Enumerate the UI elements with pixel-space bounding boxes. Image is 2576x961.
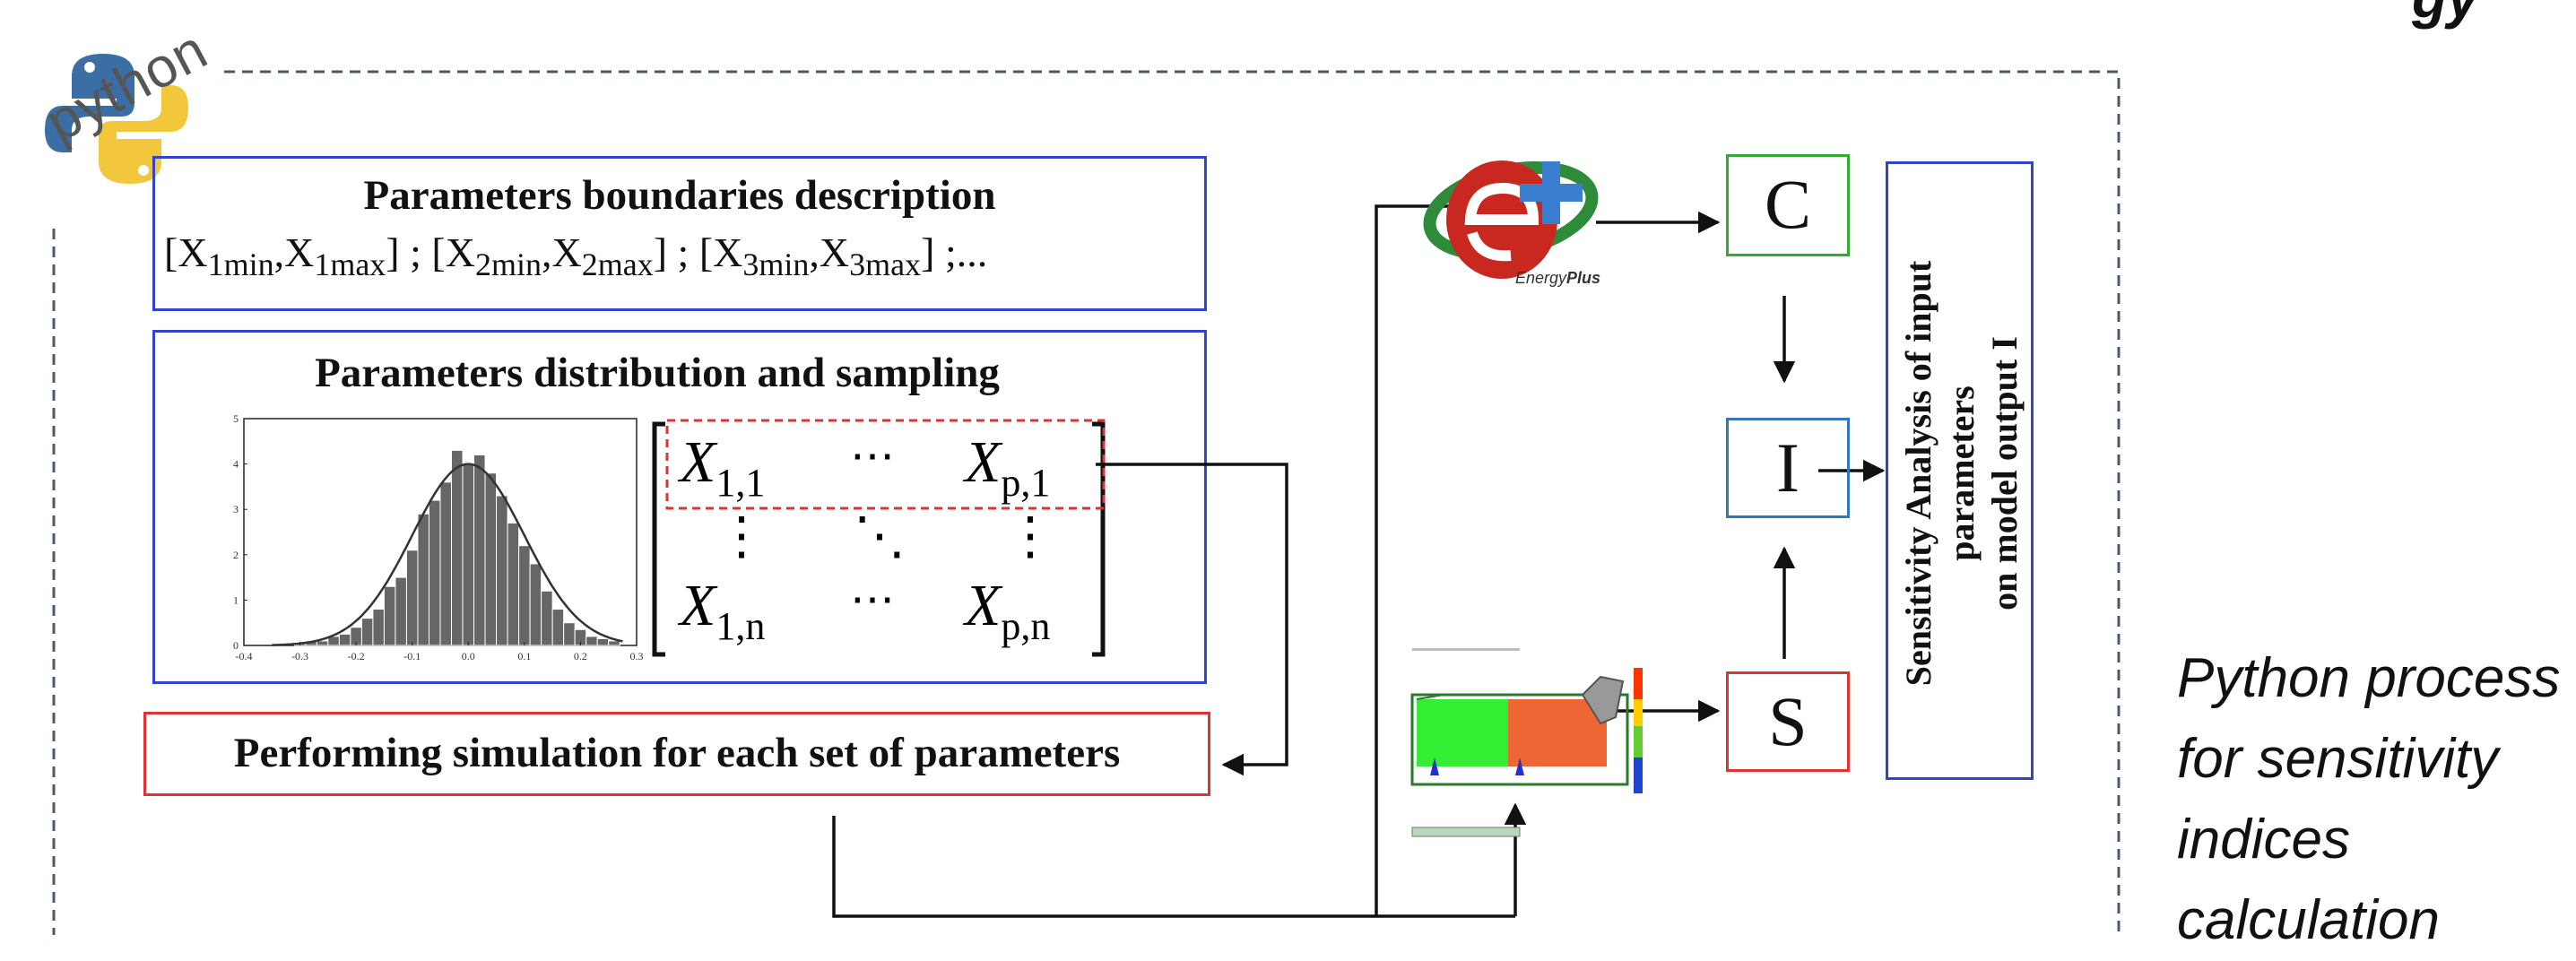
sensitivity-box: Sensitivity Analysis of input parameters…	[1886, 161, 2034, 780]
range-3: [X3min,X3max]	[698, 229, 935, 283]
node-c-label: C	[1764, 165, 1812, 243]
sensitivity-line-3: on model output I	[1984, 336, 2025, 610]
first-row-highlight	[665, 419, 1106, 510]
matrix-right-bracket	[1092, 421, 1106, 657]
hist-xtick-label: 0.2	[574, 650, 587, 662]
energyplus-logo: EnergyPlus	[1417, 143, 1614, 296]
cell-bottom-dots: ⋯	[850, 574, 895, 624]
hist-ytick-label: 0	[233, 639, 239, 652]
hist-xtick-label: 0.3	[630, 650, 644, 662]
simulation-box: Performing simulation for each set of pa…	[143, 712, 1210, 796]
hist-ytick-label: 5	[233, 412, 239, 425]
range-1: [X1min,X1max]	[164, 229, 400, 283]
hist-bar	[608, 640, 620, 646]
hist-density-curve	[272, 463, 623, 646]
sensitivity-line-1: Sensitivity Analysis of input	[1898, 260, 1939, 687]
sampling-box: Parameters distribution and sampling	[152, 330, 1207, 684]
boundaries-title: Parameters boundaries description	[363, 172, 996, 219]
hist-xtick-label: 0.0	[462, 650, 475, 662]
hist-ytick-label: 3	[233, 503, 239, 515]
cell-xp1: Xp,1	[962, 429, 1050, 505]
hist-xtick-label: -0.4	[236, 650, 253, 662]
caption-line-4: calculation	[2177, 889, 2440, 951]
node-i: I	[1726, 418, 1850, 518]
simulation-label: Performing simulation for each set of pa…	[233, 730, 1121, 776]
cell-x1n: X1,n	[677, 573, 765, 648]
histogram: -0.4 -0.3 -0.2 -0.1 0.0 0.1 0.2 0.3 0 1 2 3 4 5	[233, 412, 644, 662]
boundaries-ranges: [X1min,X1max] ; [X2min,X2max] ; [X3min,X…	[164, 229, 988, 283]
python-snake-icon	[45, 54, 188, 184]
hist-xtick-label: 0.1	[517, 650, 531, 662]
boundaries-box: Parameters boundaries description [X1min…	[152, 156, 1207, 311]
sensitivity-label: Sensitivity Analysis of input parameters…	[1897, 177, 2026, 769]
caption-line-3: indices	[2177, 809, 2350, 870]
caption-line-2: for sensitivity	[2177, 728, 2499, 790]
hist-xtick-label: -0.2	[348, 650, 365, 662]
hist-ytick-label: 4	[233, 458, 239, 471]
python-process-frame	[52, 70, 2121, 935]
process-caption: Python process for sensitivity indices c…	[2177, 638, 2560, 961]
python-logo: python	[18, 19, 242, 206]
hist-xtick-label: -0.1	[403, 650, 421, 662]
sensitivity-line-2: parameters	[1941, 385, 1982, 561]
hist-xtick-label: -0.3	[291, 650, 308, 662]
node-s: S	[1726, 671, 1850, 772]
range-2: [X2min,X2max]	[431, 229, 668, 283]
matrix-to-simulation-arrow	[1096, 463, 1288, 776]
cell-xpn: Xp,n	[962, 573, 1050, 648]
building-model-thumbnail	[1408, 641, 1654, 847]
hist-ytick-label: 2	[233, 549, 239, 561]
caption-line-1: Python process	[2177, 647, 2561, 709]
node-s-label: S	[1768, 682, 1808, 760]
sample-matrix: X1,1 ⋯ Xp,1 ⋮ ⋱ ⋮ X1,n ⋯ Xp,n	[652, 419, 1106, 657]
node-c: C	[1726, 154, 1850, 256]
cell-mid-left: ⋮	[716, 506, 768, 565]
energyplus-wordmark: EnergyPlus	[1515, 269, 1601, 287]
building-model-image	[1410, 648, 1643, 837]
corner-glyph: gy	[2412, 0, 2479, 30]
simulation-to-tools-line	[832, 816, 1515, 918]
matrix-left-bracket	[652, 421, 665, 657]
sampling-title: Parameters distribution and sampling	[315, 350, 1000, 396]
energyplus-icon	[1423, 160, 1599, 279]
cell-x11: X1,1	[677, 429, 765, 505]
cell-mid-right: ⋮	[1004, 506, 1056, 565]
node-i-label: I	[1776, 429, 1800, 506]
cell-top-dots: ⋯	[850, 430, 895, 480]
cell-mid-center: ⋱	[854, 506, 906, 565]
hist-ytick-label: 1	[233, 593, 239, 606]
